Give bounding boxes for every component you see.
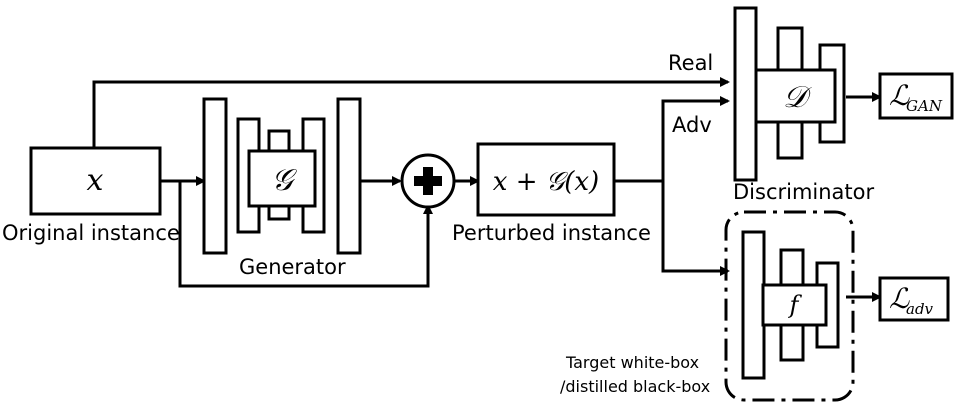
target-box xyxy=(761,283,828,327)
adv-edge xyxy=(661,96,730,181)
perturbed-formula: x + 𝒢(x) xyxy=(493,167,599,197)
generator-node: 𝒢 Generator xyxy=(202,97,362,279)
perturbed-label: Perturbed instance xyxy=(452,221,651,245)
plus-icon xyxy=(423,167,433,195)
loss-gan-symbol: ℒ xyxy=(889,79,910,112)
connections xyxy=(92,77,882,302)
loss-gan-subscript: GAN xyxy=(906,97,943,115)
target-label-line1: Target white-box xyxy=(565,353,699,372)
adv-label: Adv xyxy=(672,113,712,137)
discriminator-label: Discriminator xyxy=(733,180,875,204)
loss-adv-symbol: ℒ xyxy=(889,282,910,315)
target-layer xyxy=(741,230,766,380)
loss-gan-node: ℒ GAN xyxy=(878,72,954,120)
discriminator-node: 𝒟 Discriminator xyxy=(733,6,875,204)
perturbed-box xyxy=(476,142,616,217)
generator-layer xyxy=(202,97,228,255)
input-label: Original instance xyxy=(2,221,180,245)
target-label-line2: /distilled black-box xyxy=(560,377,710,396)
loss-adv-node: ℒ adv xyxy=(878,276,950,322)
input-box xyxy=(29,146,162,216)
generator-label: Generator xyxy=(239,255,346,279)
target-node: f Target white-box /distilled black-box xyxy=(560,210,855,402)
target-frame xyxy=(724,210,855,402)
generator-layer xyxy=(336,97,362,255)
generator-box xyxy=(247,149,317,208)
input-symbol: x xyxy=(87,163,104,198)
loss-adv-box xyxy=(878,276,950,322)
discriminator-box xyxy=(754,68,837,124)
loss-gan-box xyxy=(878,72,954,120)
skip-edge xyxy=(178,181,433,288)
real-label: Real xyxy=(668,51,713,75)
real-edge xyxy=(92,77,730,148)
loss-adv-subscript: adv xyxy=(906,300,934,318)
perturbed-node: x + 𝒢(x) Perturbed instance xyxy=(452,142,651,245)
plus-node xyxy=(400,153,456,209)
target-edge xyxy=(661,181,730,276)
discriminator-layer xyxy=(733,6,758,182)
input-node: x Original instance xyxy=(2,146,180,245)
